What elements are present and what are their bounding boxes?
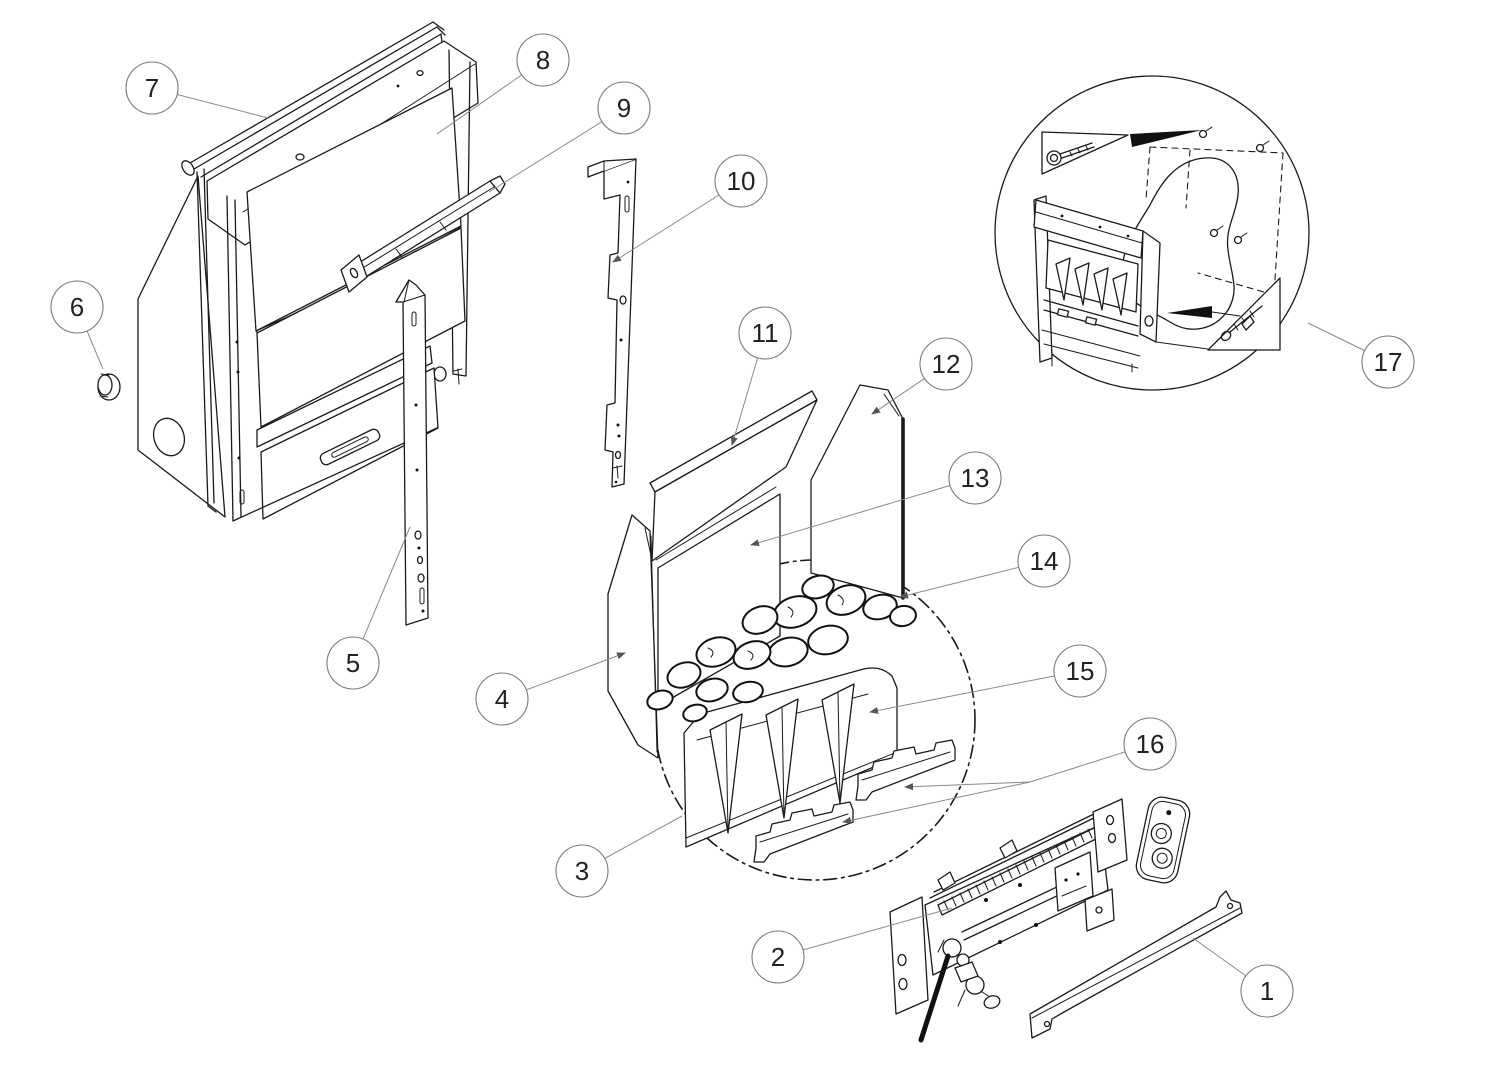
svg-text:3: 3 [575,856,589,886]
callout-9: 9 [597,81,651,135]
svg-text:13: 13 [961,463,990,493]
callout-11: 11 [738,306,792,360]
callout-10: 10 [714,154,768,208]
callout-1: 1 [1240,964,1294,1018]
callouts: 1 2 3 4 5 6 7 8 [50,33,1415,1018]
pointer-arrow-bottom [1167,306,1212,318]
svg-text:12: 12 [932,349,961,379]
svg-text:17: 17 [1374,347,1403,377]
remote-control [1135,796,1191,884]
part-15-ember-tray [683,667,898,848]
part-14-rock-set [646,574,917,723]
part-16-trim-strips [753,739,956,863]
pointer-arrow-top [1130,130,1202,147]
callout-16: 16 [1123,717,1177,771]
svg-text:15: 15 [1066,656,1095,686]
callout-14: 14 [1017,534,1071,588]
part-9-support-rail [340,175,506,293]
callout-3: 3 [555,844,609,898]
callout-2: 2 [751,930,805,984]
inset-eyebolt-detail [1041,131,1129,175]
handle-bracket [319,428,381,466]
svg-text:16: 16 [1136,729,1165,759]
part-5-mounting-strip [395,279,429,626]
svg-text:1: 1 [1260,976,1274,1006]
svg-text:2: 2 [771,942,785,972]
callout-15: 15 [1053,644,1107,698]
part-10-mounting-strip [587,158,637,488]
callout-12: 12 [919,337,973,391]
part-1-bottom-trim-bar [1029,890,1243,1039]
callout-17: 17 [1361,335,1415,389]
part-17-installation-detail [994,75,1310,391]
svg-text:11: 11 [752,318,779,348]
callout-4: 4 [475,672,529,726]
callout-8: 8 [516,33,570,87]
svg-text:8: 8 [536,45,550,75]
mini-fireplace [1033,195,1161,373]
svg-text:9: 9 [617,93,631,123]
svg-text:4: 4 [495,684,509,714]
svg-text:10: 10 [727,166,756,196]
inset-screw-detail [1207,277,1281,351]
part-4-left-liner-panel [607,514,659,759]
part-12-right-liner-panel [810,384,905,600]
callout-13: 13 [948,451,1002,505]
svg-text:6: 6 [70,292,84,322]
callout-7: 7 [125,61,179,115]
svg-text:14: 14 [1030,546,1059,576]
part-2-burner-assembly [889,798,1128,1043]
callout-6: 6 [50,280,104,334]
part-7-outer-frame-assembly [137,21,506,522]
svg-text:5: 5 [346,648,360,678]
screw-icons [1198,126,1270,245]
callout-5: 5 [326,636,380,690]
part-6-side-knob [97,373,121,401]
svg-text:7: 7 [145,73,159,103]
